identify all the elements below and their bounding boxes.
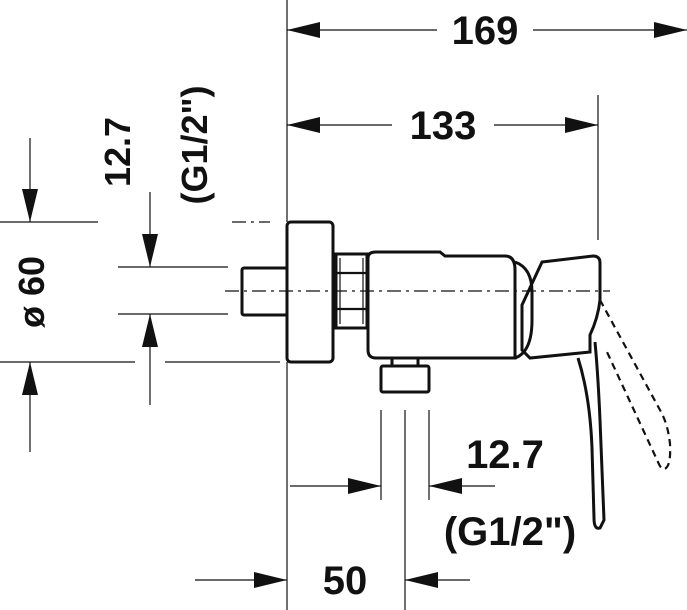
mixer-body bbox=[366, 250, 517, 360]
dimension-body-width: 133 bbox=[287, 104, 598, 148]
extension-lines bbox=[0, 0, 599, 610]
overall-width-label: 169 bbox=[452, 9, 519, 53]
arrow-right-icon bbox=[565, 117, 598, 133]
arrow-right-icon bbox=[654, 22, 687, 38]
lever-head bbox=[520, 254, 602, 360]
arrow-up-icon bbox=[22, 362, 38, 395]
center-lines bbox=[225, 221, 610, 292]
inlet-size-label: 12.7 bbox=[97, 117, 138, 187]
outlet-nozzle bbox=[379, 364, 431, 394]
arrow-left-icon bbox=[429, 478, 462, 494]
outlet-offset-label: 50 bbox=[323, 559, 368, 603]
dimension-overall-width: 169 bbox=[287, 9, 687, 53]
arrow-down-icon bbox=[142, 234, 158, 267]
outlet-size-label: 12.7 bbox=[466, 433, 544, 477]
lever-handle bbox=[576, 341, 606, 530]
dimension-outlet-offset: 50 bbox=[195, 559, 470, 603]
outlet-thread-label: (G1/2") bbox=[444, 510, 576, 554]
flange bbox=[285, 220, 335, 364]
arrow-left-icon bbox=[287, 22, 320, 38]
arrow-up-icon bbox=[142, 314, 158, 347]
mixer-outline bbox=[240, 220, 672, 530]
arrow-right-icon bbox=[348, 478, 381, 494]
dimension-outlet-size: 12.7 (G1/2") bbox=[290, 433, 576, 554]
dimension-inlet-size: 12.7 (G1/2") bbox=[97, 85, 215, 405]
inlet-thread-label: (G1/2") bbox=[174, 85, 215, 204]
arrow-left-icon bbox=[405, 572, 438, 588]
dimension-flange-diameter: ø 60 bbox=[11, 138, 52, 452]
lever-alternate-position bbox=[599, 299, 672, 471]
flange-diameter-label: ø 60 bbox=[11, 256, 52, 328]
arrow-down-icon bbox=[22, 189, 38, 222]
body-width-label: 133 bbox=[410, 104, 477, 148]
arrow-left-icon bbox=[287, 117, 320, 133]
arrow-right-icon bbox=[254, 572, 287, 588]
